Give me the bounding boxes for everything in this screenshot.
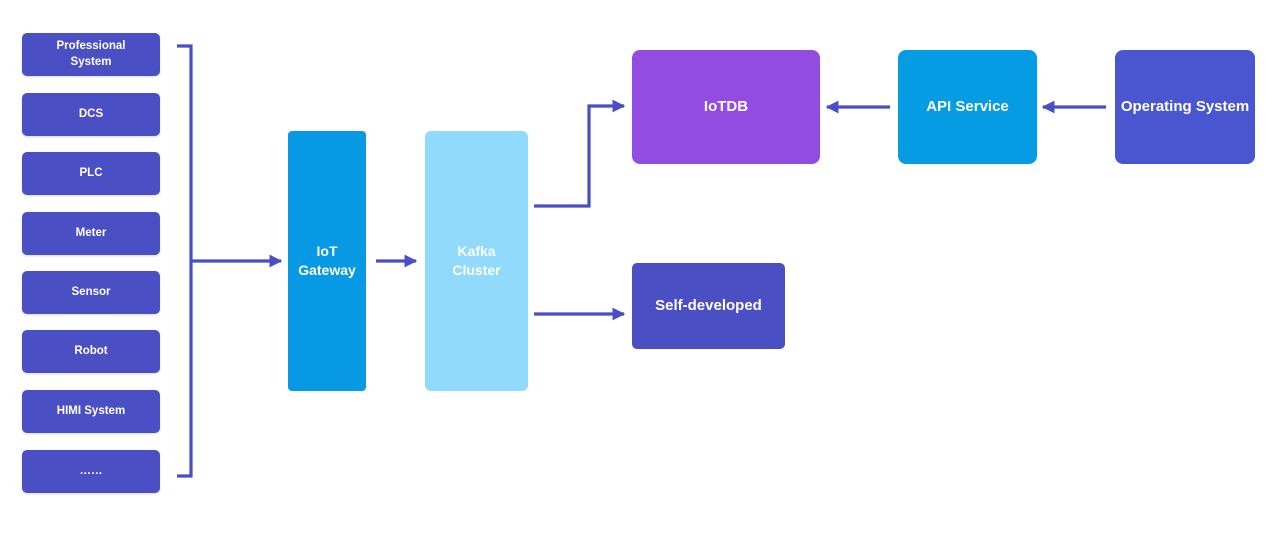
arrow-kafka-to-iotdb <box>534 99 626 208</box>
source-more: …… <box>22 450 160 493</box>
api-service-label: API Service <box>926 97 1009 115</box>
operating-system-node: Operating System <box>1115 50 1255 164</box>
self-developed-label: Self-developed <box>655 296 762 314</box>
source-robot: Robot <box>22 330 160 373</box>
source-label: Meter <box>75 226 107 239</box>
operating-system-label: Operating System <box>1120 97 1250 115</box>
iotdb-label: IoTDB <box>703 97 749 115</box>
source-plc: PLC <box>22 152 160 195</box>
iot-gateway-label: IoT Gateway <box>298 243 356 278</box>
source-label: Sensor <box>71 285 111 298</box>
iotdb-node: IoTDB <box>632 50 820 164</box>
source-bracket <box>177 44 193 478</box>
source-label: PLC <box>79 166 103 179</box>
source-dcs: DCS <box>22 93 160 136</box>
api-service-node: API Service <box>898 50 1037 164</box>
source-professional-system: Professional System <box>22 33 160 76</box>
self-developed-node: Self-developed <box>632 263 785 349</box>
source-meter: Meter <box>22 212 160 255</box>
source-label: Robot <box>74 344 108 357</box>
source-sensor: Sensor <box>22 271 160 314</box>
source-label: Professional System <box>56 39 126 68</box>
source-himi-system: HIMI System <box>22 390 160 433</box>
iot-gateway-node: IoT Gateway <box>288 131 366 391</box>
source-label: HIMI System <box>56 404 126 417</box>
source-label: …… <box>79 464 103 477</box>
kafka-cluster-node: Kafka Cluster <box>425 131 528 391</box>
kafka-cluster-label: Kafka Cluster <box>452 243 501 278</box>
source-label: DCS <box>78 107 104 120</box>
